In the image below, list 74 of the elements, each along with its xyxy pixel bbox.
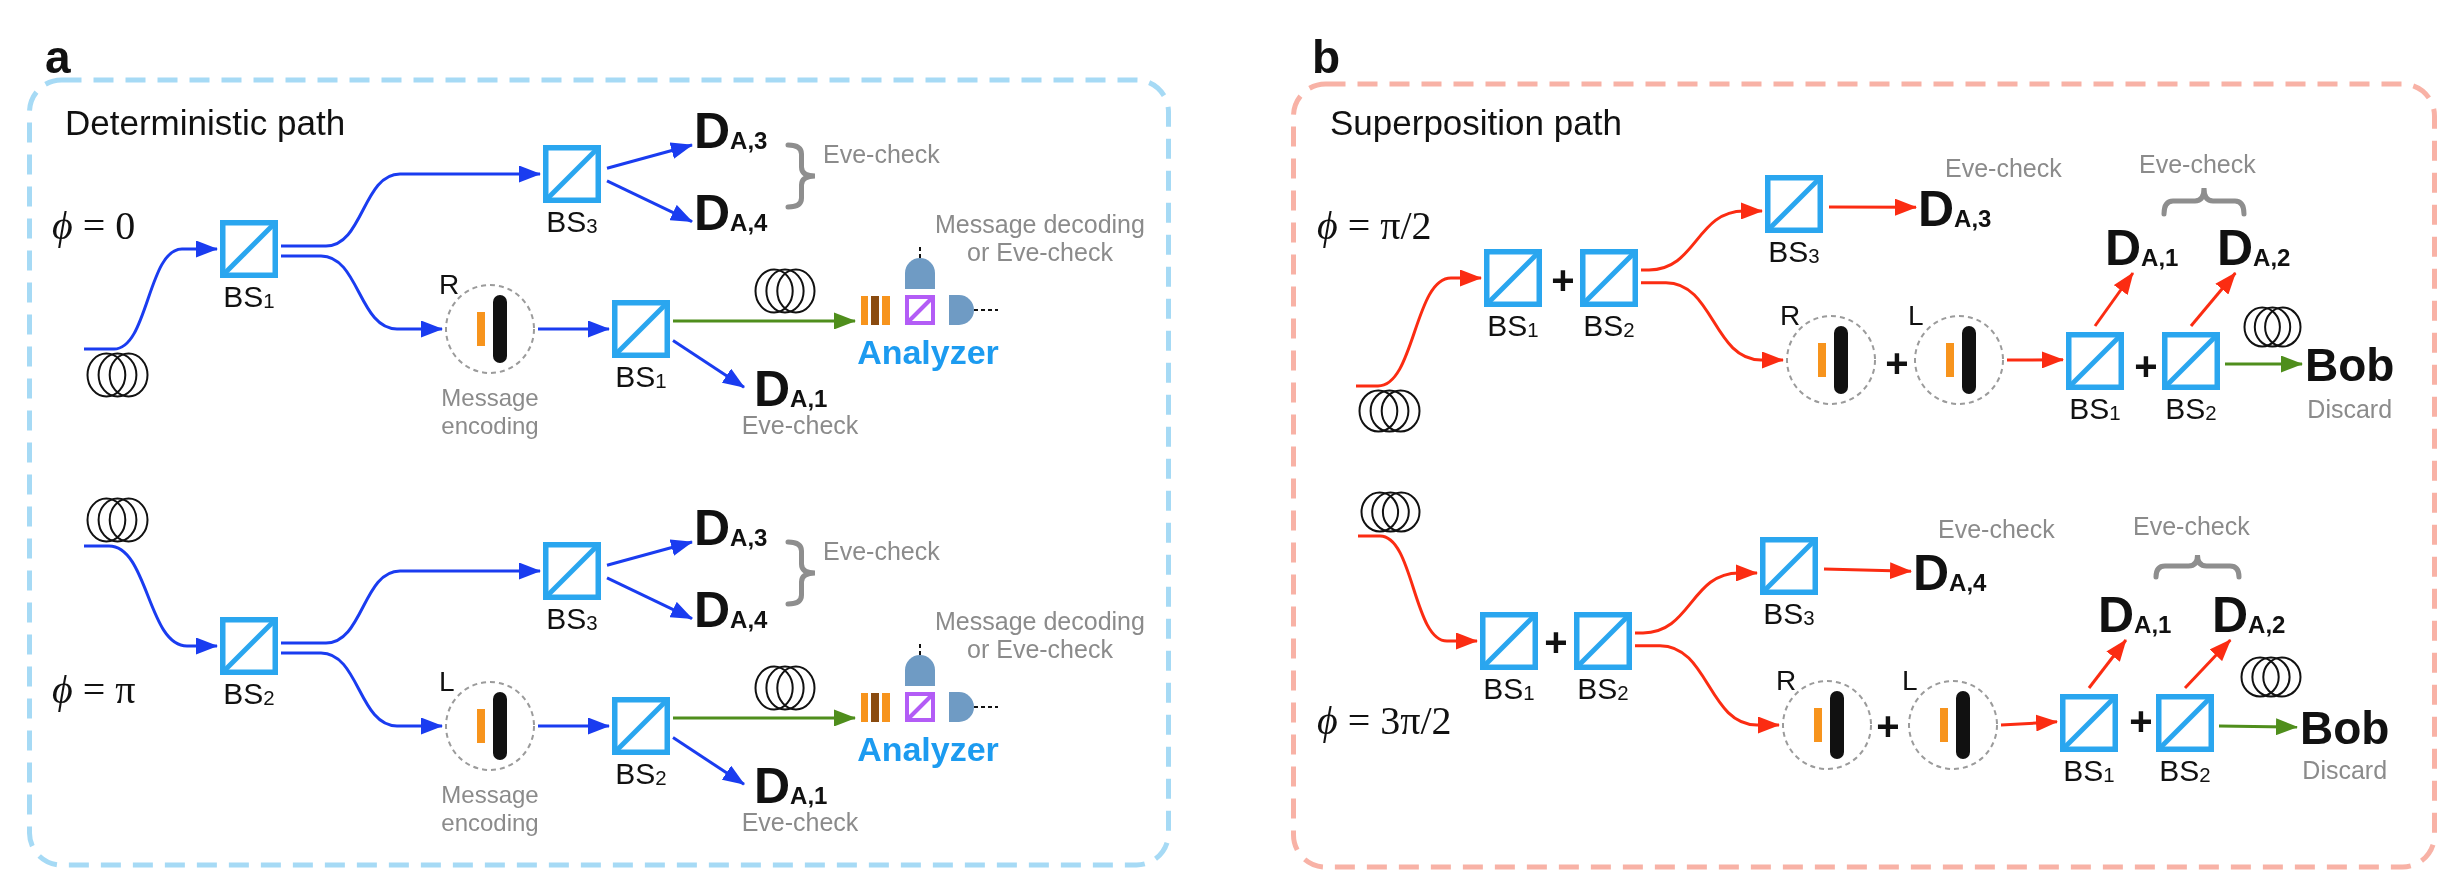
arrow — [2087, 639, 2128, 689]
plus-sign: + — [2134, 346, 2158, 386]
plus-sign: + — [1551, 260, 1575, 300]
arrow — [84, 544, 218, 655]
arrow — [281, 165, 541, 248]
phase-label: ϕ = 3π/2 — [1317, 698, 1452, 744]
arrow — [1356, 269, 1482, 388]
annotation: Discard — [2302, 757, 2388, 783]
arrow — [84, 240, 218, 351]
fiber-coil-icon — [1360, 491, 1421, 533]
receiver-label: Bob — [2305, 342, 2395, 388]
arrow — [1635, 644, 1780, 734]
arrow — [2189, 272, 2237, 327]
plus-sign: + — [1885, 343, 1909, 383]
plus-sign: + — [1876, 706, 1900, 746]
polarization-label: L — [439, 668, 455, 696]
analyzer-label: Analyzer — [857, 731, 999, 766]
polarization-label: R — [439, 271, 460, 299]
annotation: Message encoding — [441, 384, 539, 440]
plus-sign: + — [1544, 622, 1568, 662]
arrow — [2183, 638, 2232, 690]
receiver-label: Bob — [2300, 705, 2390, 751]
polarization-label: L — [1908, 302, 1924, 330]
fiber-coil-icon — [1358, 389, 1421, 433]
arrow — [1829, 198, 1917, 216]
annotation: Discard — [2307, 396, 2393, 422]
phase-label: ϕ = π — [52, 667, 136, 713]
polarization-label: R — [1776, 667, 1797, 695]
fiber-coil-icon — [86, 497, 149, 543]
polarization-label: L — [1902, 667, 1918, 695]
note: Eve-check — [823, 539, 940, 564]
arrow — [606, 142, 693, 170]
arrow — [672, 339, 745, 389]
arrow — [281, 562, 541, 645]
arrow — [538, 717, 610, 735]
arrow — [1823, 562, 1912, 580]
arrow — [281, 651, 443, 735]
arrow — [2218, 718, 2298, 736]
arrow — [1635, 564, 1758, 635]
arrow — [672, 736, 745, 786]
arrow — [2225, 355, 2303, 373]
arrow — [281, 254, 443, 338]
annotation: Message decoding or Eve-check — [934, 211, 1146, 266]
arrow — [673, 312, 856, 330]
annotation: Eve-check — [1938, 517, 2055, 542]
annotation: Eve-check — [741, 810, 859, 835]
plus-sign: + — [2129, 701, 2153, 741]
phase-label: ϕ = 0 — [52, 203, 136, 249]
panel-title: Deterministic path — [65, 105, 346, 140]
analyzer-label: Analyzer — [857, 334, 999, 369]
fiber-coil-icon — [86, 352, 149, 398]
panel-letter: b — [1312, 34, 1341, 80]
arrow — [606, 179, 693, 223]
arrow — [538, 320, 610, 338]
annotation: Message decoding or Eve-check — [934, 608, 1146, 663]
note: Eve-check — [823, 142, 940, 167]
arrow — [2093, 272, 2135, 327]
annotation: Message encoding — [441, 781, 539, 837]
polarization-label: R — [1780, 302, 1801, 330]
arrow — [606, 539, 693, 567]
arrow — [1641, 281, 1784, 369]
note: Eve-check — [2133, 514, 2250, 539]
note: Eve-check — [2139, 152, 2256, 177]
arrow — [2000, 714, 2058, 732]
arrow — [1358, 534, 1478, 650]
arrow — [606, 576, 693, 620]
annotation: Eve-check — [1945, 156, 2062, 181]
arrow — [673, 709, 856, 727]
annotation: Eve-check — [741, 413, 859, 438]
phase-label: ϕ = π/2 — [1317, 203, 1432, 249]
arrow — [1641, 202, 1763, 272]
panel-title: Superposition path — [1330, 105, 1622, 140]
arrow — [2007, 351, 2064, 369]
panel-letter: a — [45, 34, 71, 80]
